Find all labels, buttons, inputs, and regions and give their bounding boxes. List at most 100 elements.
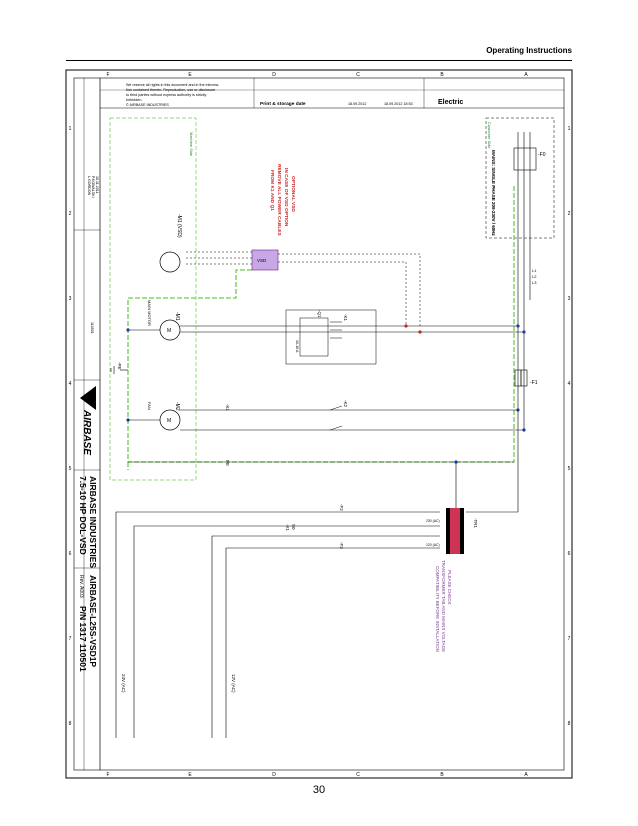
row-label: 7 [69, 636, 72, 642]
motor-m1-m: M [167, 328, 171, 334]
machine-side-label: Machine Side [189, 132, 194, 157]
vsd-dashed-wiring [186, 251, 421, 326]
s0-ref: S0 [291, 524, 296, 530]
motor-m2-label: FAN [147, 402, 152, 410]
disclaimer-line: tion contained therein. Reproduction, us… [126, 88, 215, 92]
q1-ref: -Q1 [317, 310, 322, 318]
ground-wire [127, 186, 515, 470]
storage-date: 18.09.2012 18:53 [384, 102, 413, 106]
sheet-border [65, 69, 573, 779]
doc-id: L.GORDON [87, 176, 91, 196]
terminal-labels: L1 L2 L3 [532, 268, 537, 285]
transformer-note: PLEASE CHECK TRANSFORMER TAB AND MAINS V… [435, 560, 452, 652]
column-label: D [272, 72, 276, 78]
tr1-core [446, 508, 450, 554]
supply-24-label: 24V (AC) [121, 674, 126, 693]
note-line: COMPATIBILITY BEFORE INSTALLATION [435, 566, 440, 652]
note-line: TRANSFORMER TAB AND MAINS VOLTAGE [441, 560, 446, 652]
pe-symbol [110, 366, 128, 374]
k2-contact [329, 405, 343, 411]
row-label: 2 [69, 211, 72, 217]
row-label: 3 [568, 296, 571, 302]
node [418, 330, 422, 334]
airbase-logo: AIRBASE [80, 386, 96, 455]
vsd-block [251, 249, 279, 271]
contactor-k1 [330, 321, 342, 339]
drawing-name: AIRBASE-L25S-VSD1P [88, 575, 98, 667]
column-label: E [188, 72, 192, 78]
logo-mark [80, 386, 96, 410]
row-label: 3 [69, 296, 72, 302]
note-line: PLEASE CHECK [447, 570, 452, 605]
column-label: C [356, 72, 360, 78]
column-label: F [106, 72, 109, 78]
title-block: 18.11.2011 P.KOWALSKI L.GORDON 110501 AI… [74, 78, 101, 770]
vsd-nodes [404, 324, 422, 334]
column-label: B [440, 772, 444, 778]
tr1-core [460, 508, 464, 554]
grid-rows-left: 1 2 3 4 5 6 7 8 [69, 126, 72, 727]
column-label: F [106, 772, 109, 778]
company-name: AIRBASE INDUSTRIES [88, 476, 98, 568]
row-label: 2 [568, 211, 571, 217]
sheet-inner-border [73, 77, 565, 771]
row-label: 4 [568, 381, 571, 387]
node [516, 324, 520, 328]
q1-range: 10-16 A [295, 340, 299, 353]
motor-m1-vsd-symbol [159, 251, 181, 273]
fuse-f0 [513, 132, 537, 186]
pe-ref: -PE [117, 362, 122, 370]
print-label: Print & storage date [260, 101, 306, 107]
row-label: 8 [568, 721, 571, 727]
column-label: A [524, 772, 528, 778]
motor-m1-vsd-ref: -M1 (VSD) [176, 214, 182, 238]
transformer-tr1 [446, 508, 464, 554]
tr1-winding [450, 508, 460, 554]
control-wiring [115, 462, 519, 738]
supply-bus [517, 186, 531, 464]
control-12v-b [225, 547, 440, 738]
f2-ref: -F2 [339, 504, 344, 511]
note-line: IN CASE OF VSD OPTION [283, 168, 289, 227]
doc-id: 18.11.2011 [95, 176, 99, 193]
x1-ref: -X1 [285, 524, 290, 532]
k1-aux-ref: -K1 [225, 404, 230, 412]
tap-a-label: 230 (AC) [426, 519, 440, 523]
grid-rows-right: 1 2 3 4 5 6 7 8 [568, 126, 571, 727]
row-label: 4 [69, 381, 72, 387]
column-label: E [188, 772, 192, 778]
f0-ref: -F0 [538, 152, 546, 158]
customer-side-frame [485, 117, 555, 239]
q1-body [299, 317, 329, 357]
pe-ref-2: PE [225, 460, 230, 466]
customer-side-label: Customer Side [487, 122, 492, 149]
row-label: 5 [69, 466, 72, 472]
note-line: FROM K1 AND Q1 [269, 170, 275, 211]
f1-ref: -F1 [530, 380, 538, 386]
grid-columns-top: F E D C B A [106, 72, 528, 78]
terminal-l3: L3 [532, 280, 537, 285]
disclaimer: We reserve all rights in this document a… [126, 83, 220, 107]
disclaimer-line: to third parties without express authori… [126, 93, 206, 97]
doc-id: P.KOWALSKI [91, 176, 95, 198]
vsd-feed [278, 253, 421, 326]
disclaimer-line: forbidden. [126, 98, 142, 102]
vsd-ref: VSD [257, 258, 267, 263]
k2-contact [329, 425, 343, 431]
row-label: 1 [69, 126, 72, 132]
node [404, 324, 408, 328]
vsd-feed [278, 261, 407, 326]
row-label: 6 [69, 551, 72, 557]
row-label: 6 [568, 551, 571, 557]
row-label: 8 [69, 721, 72, 727]
ground-main [127, 186, 515, 463]
machine-side-frame [109, 117, 197, 481]
mains-label: MAINS: SINGLE PHASE 208-230V / 60Hz [491, 150, 496, 237]
supply-12-label: 12V (AC) [231, 674, 236, 693]
motor-m1-ref: -M1 [174, 312, 180, 321]
f1-body [520, 369, 528, 387]
motor-m2-ref: -M2 [174, 402, 180, 411]
disclaimer-line: We reserve all rights in this document a… [126, 83, 220, 87]
category: Electric [438, 99, 463, 106]
